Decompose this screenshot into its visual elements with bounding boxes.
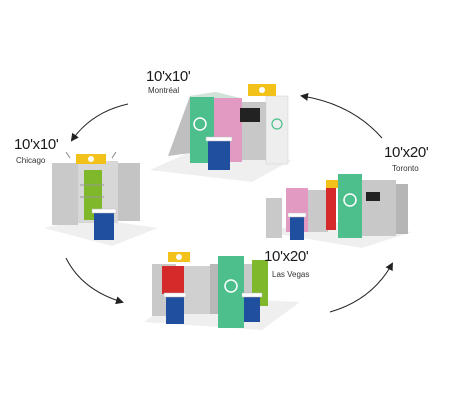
booth-chicago-illustration xyxy=(44,151,158,246)
montreal-size-label: 10'x10' xyxy=(146,68,191,85)
toronto-size-label: 10'x20' xyxy=(384,144,429,161)
arrow-montreal-to-chicago xyxy=(70,103,129,142)
chicago-size-label: 10'x10' xyxy=(14,136,59,153)
booth-toronto-illustration xyxy=(266,174,412,248)
arrow-toronto-to-montreal xyxy=(300,93,383,139)
booth-lasvegas-illustration xyxy=(144,252,300,330)
arrow-chicago-to-lasvegas xyxy=(65,257,124,305)
arrow-lasvegas-to-toronto xyxy=(329,262,393,313)
lasvegas-city-label: Las Vegas xyxy=(272,270,310,279)
lasvegas-size-label: 10'x20' xyxy=(264,248,309,265)
chicago-city-label: Chicago xyxy=(16,156,46,165)
toronto-city-label: Toronto xyxy=(392,164,419,173)
booth-montreal-illustration xyxy=(150,84,292,182)
montreal-city-label: Montréal xyxy=(148,86,180,95)
